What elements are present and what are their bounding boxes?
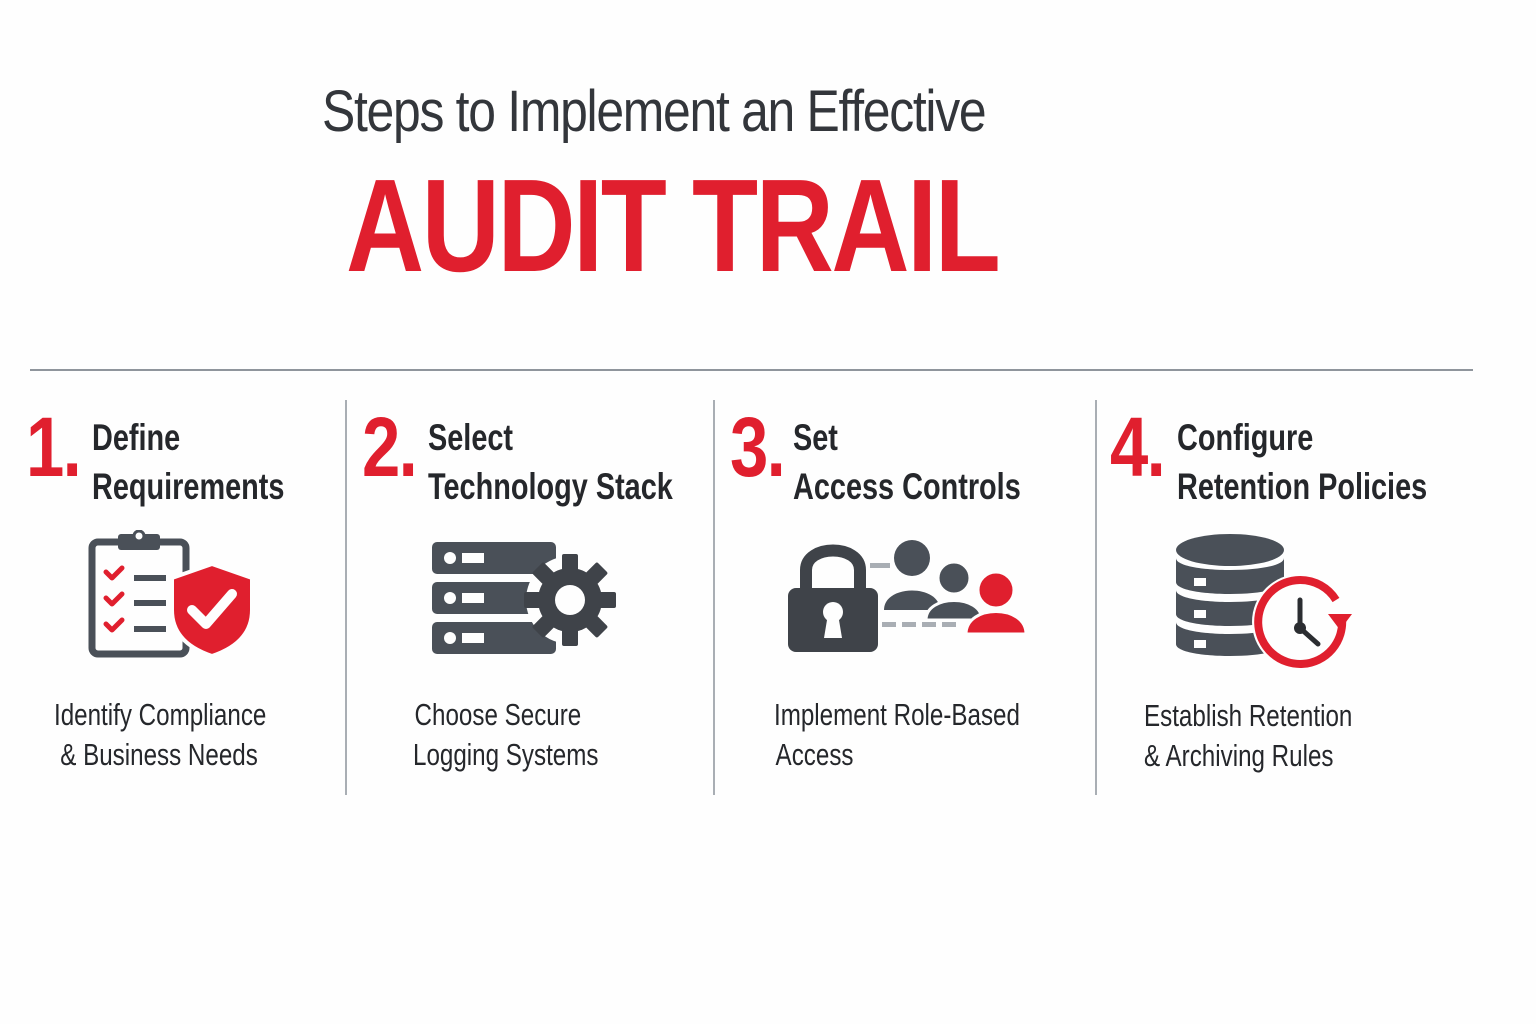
step-description: Implement Role-Based Access [774, 695, 1020, 775]
step-description: Identify Compliance & Business Needs [54, 695, 266, 775]
step-desc-line2: & Business Needs [60, 737, 258, 772]
step-heading-line1: Select [428, 417, 514, 458]
step-heading-line1: Define [92, 417, 181, 458]
column-divider-2 [713, 400, 715, 795]
step-heading-line2: Requirements [92, 466, 285, 507]
page-title: AUDIT TRAIL [346, 152, 1001, 299]
server-gear-icon [432, 542, 616, 654]
step-number: 2. [362, 400, 418, 494]
step-heading-line2: Retention Policies [1177, 466, 1428, 507]
step-heading: Configure Retention Policies [1177, 413, 1427, 511]
step-desc-line1: Choose Secure [414, 697, 582, 732]
step-number: 4. [1110, 400, 1166, 494]
step-desc-line1: Identify Compliance [54, 697, 267, 732]
step-heading-line2: Access Controls [793, 466, 1021, 507]
step-description: Establish Retention & Archiving Rules [1144, 696, 1352, 776]
clipboard-shield-check-icon [88, 530, 254, 659]
column-divider-3 [1095, 400, 1097, 795]
step-heading-line2: Technology Stack [428, 466, 673, 507]
page-subtitle: Steps to Implement an Effective [322, 79, 987, 144]
step-desc-line1: Establish Retention [1144, 698, 1353, 733]
step-number: 3. [730, 400, 786, 494]
database-clock-icon [1176, 534, 1352, 670]
step-desc-line2: & Archiving Rules [1144, 738, 1334, 773]
step-desc-line2: Logging Systems [413, 737, 599, 772]
lock-users-icon [788, 540, 1028, 652]
step-desc-line2: Access [775, 737, 854, 772]
step-description: Choose Secure Logging Systems [413, 695, 598, 775]
step-heading: Define Requirements [92, 413, 284, 511]
step-heading-line1: Configure [1177, 417, 1314, 458]
step-number: 1. [26, 400, 82, 494]
column-divider-1 [345, 400, 347, 795]
step-desc-line1: Implement Role-Based [774, 697, 1020, 732]
step-heading-line1: Set [793, 417, 838, 458]
step-heading: Set Access Controls [793, 413, 1021, 511]
horizontal-divider [30, 369, 1473, 371]
step-heading: Select Technology Stack [428, 413, 673, 511]
